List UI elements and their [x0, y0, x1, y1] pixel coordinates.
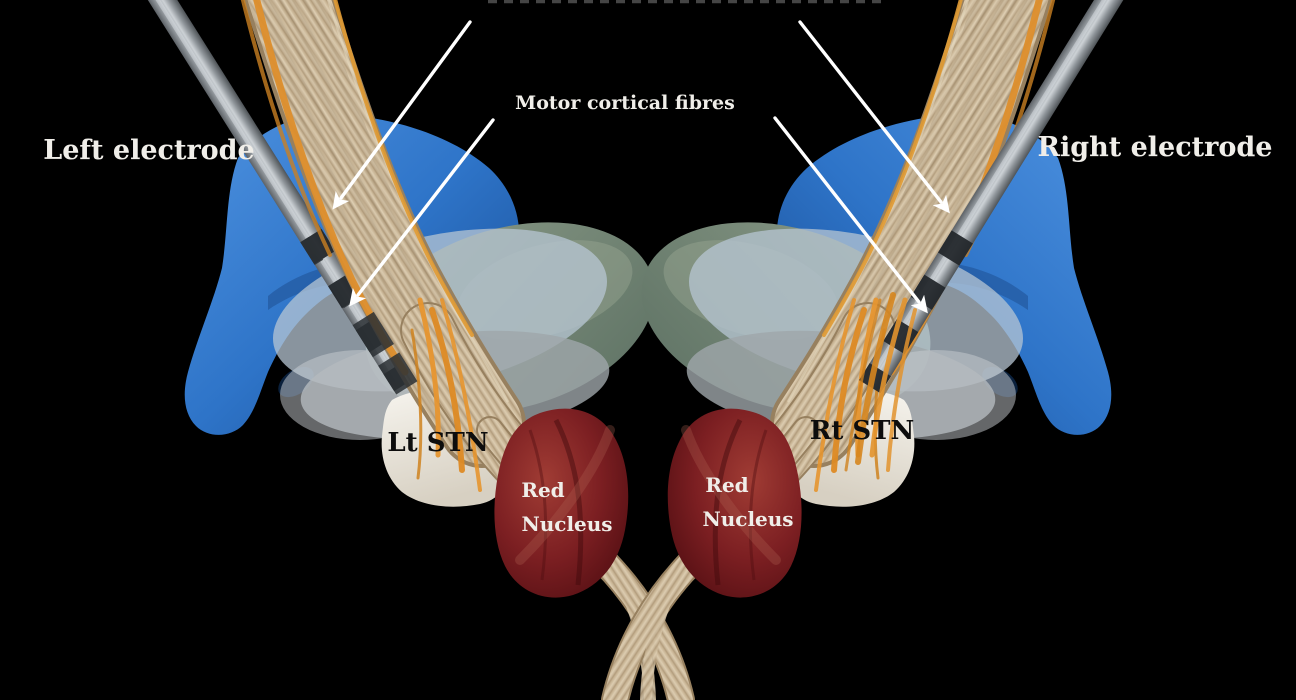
left-electrode-label: Left electrode: [43, 135, 254, 166]
arrow-left-upper-icon: [332, 20, 472, 210]
left-red-nucleus-label-line1: Red: [521, 478, 564, 502]
motor-cortical-fibres-label: Motor cortical fibres: [515, 92, 735, 114]
right-electrode-label: Right electrode: [1038, 132, 1273, 163]
left-red-nucleus-label-line2: Nucleus: [521, 512, 612, 536]
right-hemisphere: [615, 0, 1132, 700]
right-orange-fan-over-electrode: [844, 292, 917, 472]
annotation-arrows: [332, 20, 950, 314]
arrow-right-lower-icon: [773, 116, 928, 314]
lt-stn-label: Lt STN: [387, 428, 488, 458]
right-red-nucleus-label-line1: Red: [705, 473, 748, 497]
left-electrode-contacts-visible: [300, 236, 418, 395]
right-red-nucleus-label-line2: Nucleus: [702, 507, 793, 531]
right-red-nucleus: [668, 409, 802, 598]
labels: Left electrode Right electrode Motor cor…: [43, 92, 1272, 536]
rt-stn-label: Rt STN: [810, 416, 915, 446]
left-red-nucleus: [494, 409, 628, 598]
left-hemisphere: [139, 0, 681, 700]
arrow-right-upper-icon: [798, 20, 950, 214]
arrow-left-lower-icon: [349, 118, 495, 307]
